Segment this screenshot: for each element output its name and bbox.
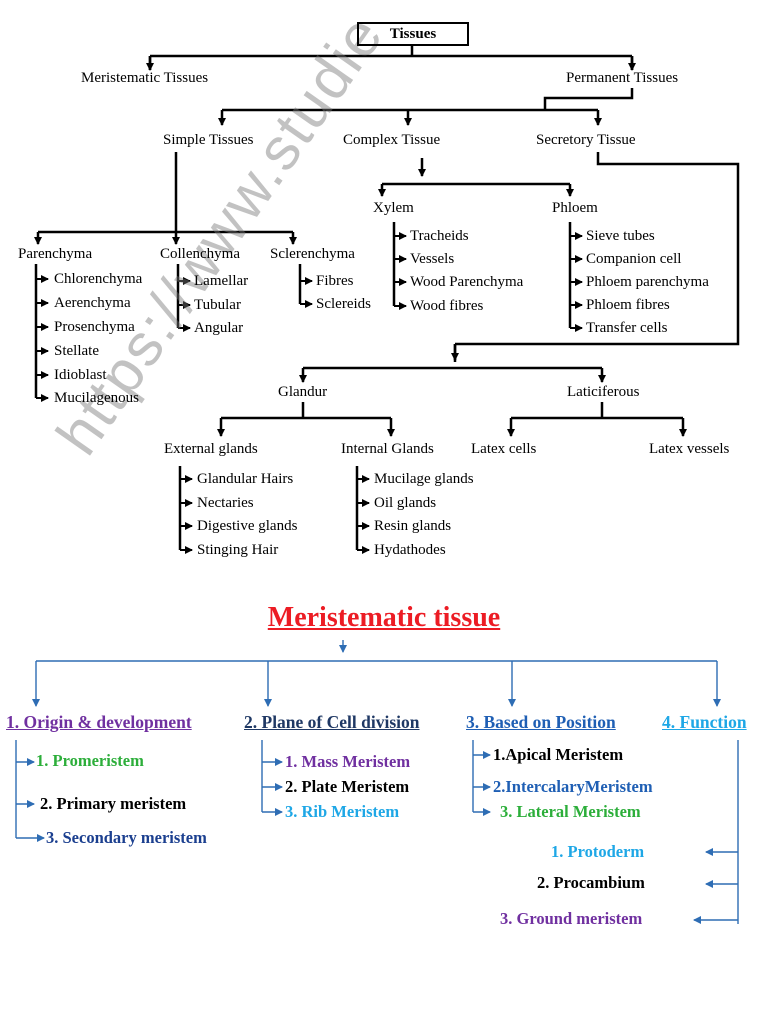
list-item: 2. Primary meristem <box>40 794 187 813</box>
node-collenchyma: Collenchyma <box>160 246 240 262</box>
category-based-on-position: 3. Based on Position <box>466 712 616 732</box>
list-item: Transfer cells <box>586 320 668 336</box>
list-item: Vessels <box>410 251 455 267</box>
list-item: 1. Mass Meristem <box>285 752 411 771</box>
list-item: Angular <box>194 320 244 336</box>
list-item: Mucilagenous <box>54 390 139 406</box>
node-phloem: Phloem <box>552 200 598 216</box>
list-item: 3. Lateral Meristem <box>500 802 641 821</box>
node-permanent-tissues: Permanent Tissues <box>566 70 679 86</box>
list-item: Mucilage glands <box>374 471 474 487</box>
list-item: Prosenchyma <box>54 319 135 335</box>
list-item: Sieve tubes <box>586 228 655 244</box>
list-item: Stinging Hair <box>197 542 279 558</box>
list-item: Digestive glands <box>197 518 298 534</box>
node-external-glands: External glands <box>164 441 258 457</box>
category-origin-development: 1. Origin & development <box>6 712 192 732</box>
list-item: 3. Rib Meristem <box>285 802 400 821</box>
root-node-tissues: Tissues <box>357 22 469 46</box>
list-item: Resin glands <box>374 518 452 534</box>
list-item: Stellate <box>54 343 99 359</box>
section-title-wrap: Meristematic tissue <box>0 602 768 634</box>
node-parenchyma: Parenchyma <box>18 246 93 262</box>
node-complex-tissue: Complex Tissue <box>343 132 441 148</box>
list-item: Hydathodes <box>374 542 446 558</box>
category-plane-cell-division: 2. Plane of Cell division <box>244 712 420 732</box>
node-xylem: Xylem <box>373 200 414 216</box>
list-item: 1.Apical Meristem <box>493 745 624 764</box>
list-item: 1. Promeristem <box>36 751 144 770</box>
list-item: 1. Protoderm <box>551 842 645 861</box>
list-item: 3. Ground meristem <box>500 909 643 928</box>
list-item: Wood Parenchyma <box>410 274 524 290</box>
node-secretory-tissue: Secretory Tissue <box>536 132 636 148</box>
list-item: Tracheids <box>410 228 469 244</box>
list-item: Lamellar <box>194 273 249 289</box>
list-item: Idioblast <box>54 367 107 383</box>
list-item: Glandular Hairs <box>197 471 294 487</box>
node-latex-cells: Latex cells <box>471 441 537 457</box>
list-item: Oil glands <box>374 495 437 511</box>
section-title: Meristematic tissue <box>267 602 501 633</box>
node-internal-glands: Internal Glands <box>341 441 434 457</box>
list-item: Sclereids <box>316 296 371 312</box>
list-item: Wood fibres <box>410 298 484 314</box>
list-item: 2. Procambium <box>537 873 645 892</box>
list-item: 2. Plate Meristem <box>285 777 410 796</box>
list-item: Nectaries <box>197 495 254 511</box>
list-item: Aerenchyma <box>54 295 131 311</box>
list-item: 3. Secondary meristem <box>46 828 207 847</box>
list-item: Fibres <box>316 273 354 289</box>
list-item: Phloem parenchyma <box>586 274 709 290</box>
node-simple-tissues: Simple Tissues <box>163 132 254 148</box>
list-item: Phloem fibres <box>586 297 670 313</box>
list-item: Chlorenchyma <box>54 271 143 287</box>
list-item: Companion cell <box>586 251 682 267</box>
node-meristematic-tissues: Meristematic Tissues <box>81 70 209 86</box>
list-item: 2.IntercalaryMeristem <box>493 777 653 796</box>
list-item: Tubular <box>194 297 241 313</box>
node-laticiferous: Laticiferous <box>567 384 640 400</box>
node-sclerenchyma: Sclerenchyma <box>270 246 355 262</box>
node-latex-vessels: Latex vessels <box>649 441 730 457</box>
node-glandur: Glandur <box>278 384 328 400</box>
category-function: 4. Function <box>662 712 747 732</box>
